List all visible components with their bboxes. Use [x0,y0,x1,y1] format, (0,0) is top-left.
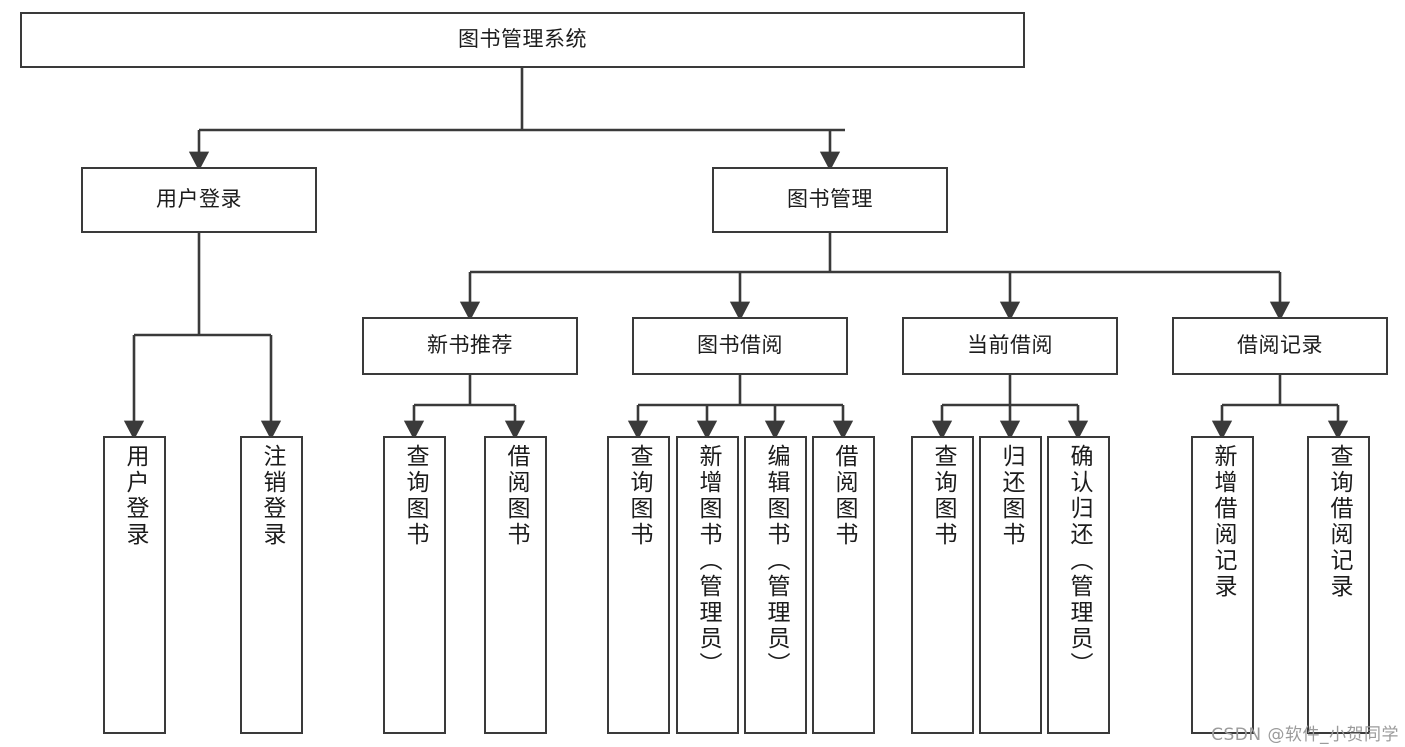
node-leaf-add-book[interactable]: 新增图书（管理员） [676,436,739,734]
node-leaf-query-record-label: 查询借阅记录 [1326,444,1352,600]
node-borrow-record-label: 借阅记录 [1237,333,1323,358]
node-user-login[interactable]: 用户登录 [81,167,317,233]
node-leaf-add-record[interactable]: 新增借阅记录 [1191,436,1254,734]
node-leaf-query-book-2[interactable]: 查询图书 [607,436,670,734]
node-leaf-add-record-label: 新增借阅记录 [1210,444,1236,600]
node-leaf-user-logout-label: 注销登录 [259,444,285,548]
node-leaf-query-book-1-label: 查询图书 [402,444,428,548]
node-leaf-user-login-label: 用户登录 [122,444,148,548]
node-book-management-label: 图书管理 [787,187,873,212]
node-new-book-recommend[interactable]: 新书推荐 [362,317,578,375]
node-leaf-query-record[interactable]: 查询借阅记录 [1307,436,1370,734]
node-leaf-borrow-book-1[interactable]: 借阅图书 [484,436,547,734]
node-leaf-confirm-return[interactable]: 确认归还（管理员） [1047,436,1110,734]
node-leaf-user-login[interactable]: 用户登录 [103,436,166,734]
node-book-management[interactable]: 图书管理 [712,167,948,233]
node-new-book-recommend-label: 新书推荐 [427,333,513,358]
node-current-borrow-label: 当前借阅 [967,333,1053,358]
node-leaf-return-book[interactable]: 归还图书 [979,436,1042,734]
node-leaf-query-book-1[interactable]: 查询图书 [383,436,446,734]
node-leaf-edit-book[interactable]: 编辑图书（管理员） [744,436,807,734]
node-borrow-record[interactable]: 借阅记录 [1172,317,1388,375]
node-leaf-confirm-return-label: 确认归还（管理员） [1066,444,1092,678]
node-leaf-user-logout[interactable]: 注销登录 [240,436,303,734]
node-leaf-borrow-book-1-label: 借阅图书 [503,444,529,548]
node-leaf-return-book-label: 归还图书 [998,444,1024,548]
node-leaf-borrow-book-2[interactable]: 借阅图书 [812,436,875,734]
node-book-borrow-label: 图书借阅 [697,333,783,358]
node-leaf-borrow-book-2-label: 借阅图书 [831,444,857,548]
node-root-label: 图书管理系统 [458,27,587,52]
node-leaf-query-book-3[interactable]: 查询图书 [911,436,974,734]
node-leaf-query-book-3-label: 查询图书 [930,444,956,548]
node-leaf-add-book-label: 新增图书（管理员） [695,444,721,678]
node-book-borrow[interactable]: 图书借阅 [632,317,848,375]
node-current-borrow[interactable]: 当前借阅 [902,317,1118,375]
watermark-text: CSDN @软件_小贺同学 [1211,725,1399,745]
node-user-login-label: 用户登录 [156,187,242,212]
node-leaf-query-book-2-label: 查询图书 [626,444,652,548]
node-root[interactable]: 图书管理系统 [20,12,1025,68]
node-leaf-edit-book-label: 编辑图书（管理员） [763,444,789,678]
